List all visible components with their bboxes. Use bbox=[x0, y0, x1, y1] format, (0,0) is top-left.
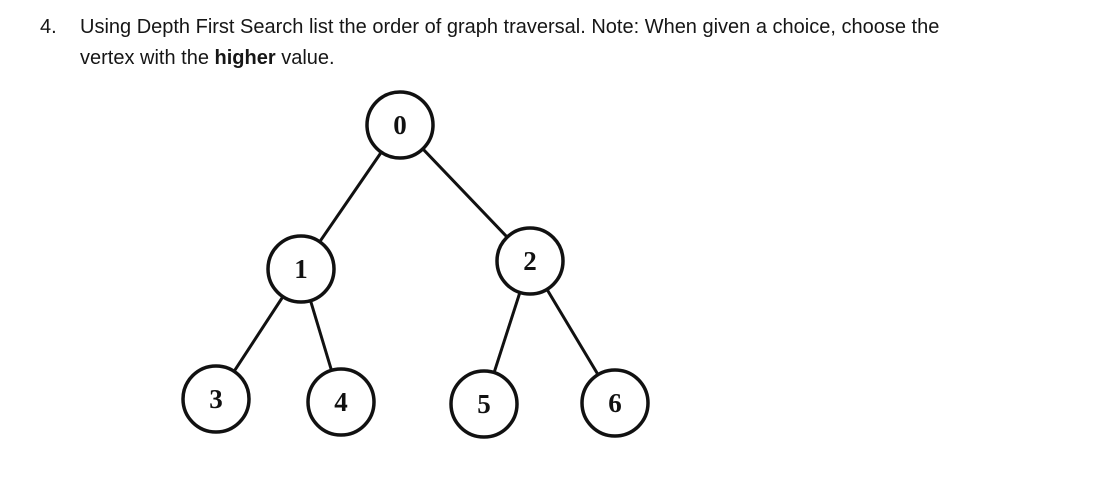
question-block: 4. Using Depth First Search list the ord… bbox=[40, 12, 1070, 74]
node-label-3: 3 bbox=[209, 384, 223, 414]
tree-node-0: 0 bbox=[365, 90, 435, 160]
node-circle-3 bbox=[181, 364, 251, 434]
node-label-4: 4 bbox=[334, 387, 348, 417]
node-label-2: 2 bbox=[523, 246, 537, 276]
question-line1: Using Depth First Search list the order … bbox=[80, 16, 940, 38]
node-label-1: 1 bbox=[294, 254, 308, 284]
question-line2-suffix: value. bbox=[275, 47, 335, 69]
tree-node-4: 4 bbox=[306, 367, 376, 437]
node-circle-2 bbox=[495, 226, 565, 296]
node-circle-5 bbox=[449, 369, 519, 439]
node-label-0: 0 bbox=[393, 110, 407, 140]
node-circle-6 bbox=[580, 368, 650, 438]
tree-node-3: 3 bbox=[181, 364, 251, 434]
tree-node-5: 5 bbox=[449, 369, 519, 439]
question-line2-prefix: vertex with the bbox=[80, 47, 215, 69]
question-number: 4. bbox=[40, 16, 57, 38]
node-label-6: 6 bbox=[608, 388, 622, 418]
tree-node-2: 2 bbox=[495, 226, 565, 296]
tree-node-1: 1 bbox=[266, 234, 336, 304]
question-bold-word: higher bbox=[214, 47, 276, 69]
node-circle-4 bbox=[306, 367, 376, 437]
question-text: Using Depth First Search list the order … bbox=[80, 12, 1070, 74]
node-label-5: 5 bbox=[477, 389, 491, 419]
tree-node-6: 6 bbox=[580, 368, 650, 438]
node-circle-1 bbox=[266, 234, 336, 304]
node-circle-0 bbox=[365, 90, 435, 160]
